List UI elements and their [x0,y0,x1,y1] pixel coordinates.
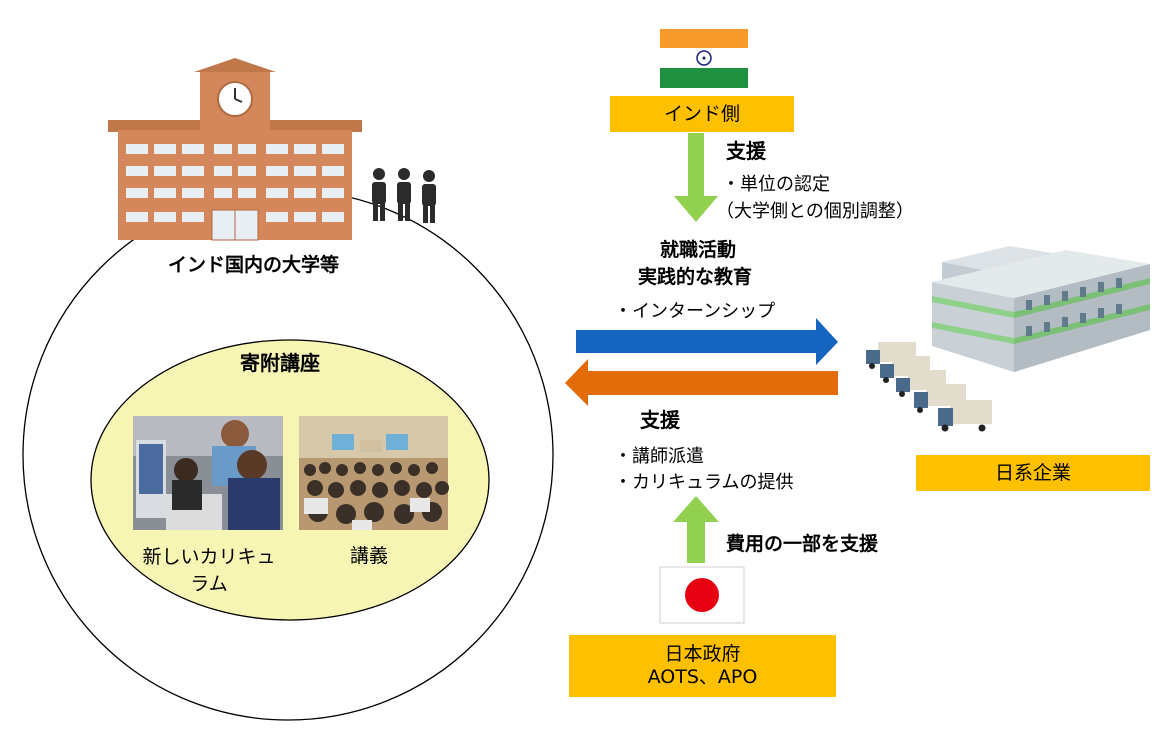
photo-lecture-hall [299,416,449,530]
japan-gov-line1: 日本政府 [664,643,741,665]
india-flag-icon [660,29,748,88]
photo-right-caption: 講義 [350,545,389,567]
university-building-icon [108,58,362,241]
internship-item: ・インターンシップ [614,301,776,322]
india-side-box: インド側 [610,96,794,132]
japan-support-item2: ・カリキュラムの提供 [614,472,794,493]
orange-arrow-left [565,359,838,406]
cost-support-label: 費用の一部を支援 [726,533,879,555]
company-label: 日系企業 [994,461,1071,484]
india-support-item1: ・単位の認定 [722,174,830,195]
japan-support-item1: ・講師派遣 [614,446,704,467]
people-icon [372,168,436,223]
factory-icon [932,246,1150,372]
japan-flag-icon [659,566,745,624]
japan-gov-box: 日本政府 AOTS、APO [569,635,836,697]
photo-left-caption-line1: 新しいカリキュ [142,546,276,568]
india-support-title: 支援 [726,139,766,163]
trucks-icon [866,342,992,432]
green-arrow-up [673,496,719,563]
photo-students-computers [133,416,283,530]
employment-line1: 就職活動 [660,239,737,261]
photo-left-caption-line2: ラム [190,573,228,595]
japan-support-title: 支援 [640,408,680,432]
india-support-item2: （大学側との個別調整） [716,201,914,222]
endowed-course-title: 寄附講座 [240,351,320,375]
employment-line2: 実践的な教育 [638,266,753,288]
japan-gov-line2: AOTS、APO [647,666,758,688]
university-label: インド国内の大学等 [168,254,340,276]
blue-arrow-right [576,318,838,365]
inner-ellipse [90,339,490,621]
photo-left-caption: 新しいカリキュ ラム [133,544,285,598]
green-arrow-down [674,133,718,222]
india-side-label: インド側 [663,102,740,125]
company-box: 日系企業 [916,455,1150,491]
